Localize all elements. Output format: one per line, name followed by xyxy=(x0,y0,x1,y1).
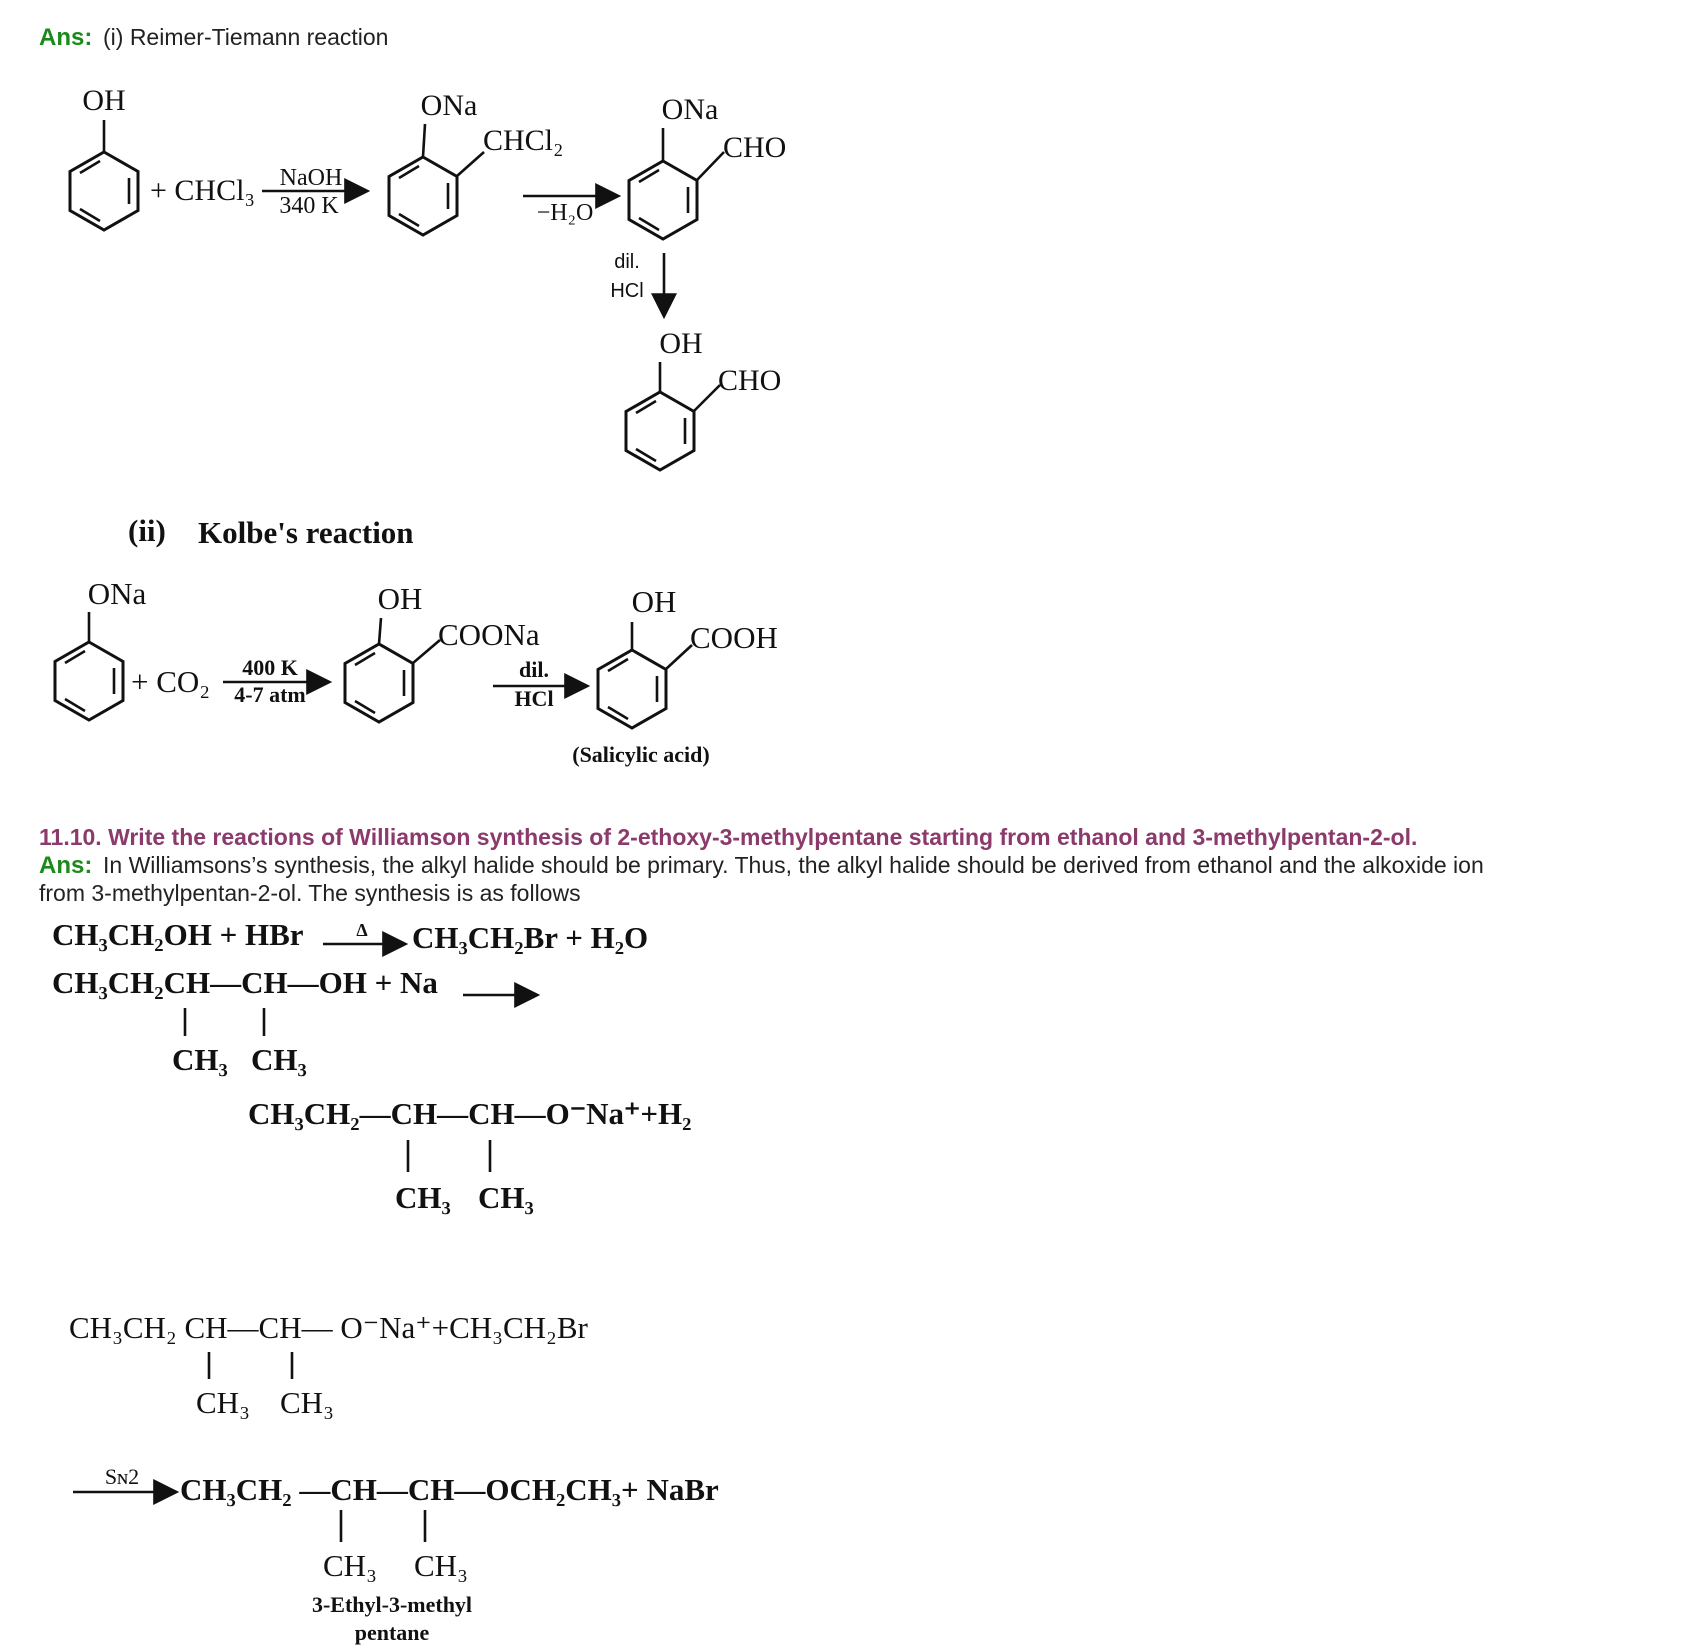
oh-label: OH xyxy=(378,581,423,616)
formyl-phenoxide-structure: ONa CHO xyxy=(627,93,786,241)
methyl-label: CH₃ xyxy=(280,1385,334,1420)
salicylic-acid-structure: OH COOH xyxy=(596,584,778,730)
ans-label: Ans: xyxy=(39,24,92,51)
reimer-tiemann-heading: (i) Reimer-Tiemann reaction xyxy=(103,24,388,50)
sodium-salicylate-structure: OH COONa xyxy=(343,581,540,724)
sodium-phenoxide-structure: ONa xyxy=(53,576,147,722)
chcl2-label: CHCl₂ xyxy=(483,124,563,157)
dichloromethyl-phenoxide-structure: ONa CHCl₂ xyxy=(387,89,563,237)
salicylaldehyde-structure: OH CHO xyxy=(624,327,781,472)
methyl-label: CH₃ xyxy=(172,1042,228,1077)
answer-text-line1: In Williamsons’s synthesis, the alkyl ha… xyxy=(103,852,1484,878)
temperature-condition: 340 K xyxy=(279,193,339,219)
oh-label: OH xyxy=(82,84,125,117)
cho-label: CHO xyxy=(723,131,786,164)
plus-co2: + CO₂ xyxy=(131,664,210,699)
eq2-product: CH₃CH₂—CH—CH—O⁻Na⁺+H₂ xyxy=(248,1096,691,1131)
ona-label: ONa xyxy=(662,93,719,126)
oh-label: OH xyxy=(632,584,677,619)
methyl-label: CH₃ xyxy=(478,1180,534,1215)
dil-condition: dil. xyxy=(519,657,549,682)
ona-label: ONa xyxy=(421,89,478,122)
eq2-reactants: CH₃CH₂CH—CH—OH + Na xyxy=(52,965,438,1000)
dil-condition: dil. xyxy=(614,251,640,273)
product-name: (Salicylic acid) xyxy=(572,742,709,767)
answer-text-line2: from 3-methylpentan-2-ol. The synthesis … xyxy=(39,880,581,906)
kolbe-heading: Kolbe's reaction xyxy=(198,515,414,550)
methyl-label: CH₃ xyxy=(323,1548,377,1583)
product-name-line2: pentane xyxy=(355,1620,430,1645)
methyl-label: CH₃ xyxy=(414,1548,468,1583)
eq3-product: CH₃CH₂ —CH—CH—OCH₂CH₃+ NaBr xyxy=(180,1472,719,1507)
eq1-reactants: CH₃CH₂OH + HBr xyxy=(52,917,304,952)
methyl-label: CH₃ xyxy=(395,1180,451,1215)
ona-label: ONa xyxy=(88,576,147,611)
ans-label: Ans: xyxy=(39,852,92,879)
pressure-condition: 4-7 atm xyxy=(234,682,305,707)
temperature-condition: 400 K xyxy=(242,655,298,680)
naoh-condition: NaOH xyxy=(280,165,343,191)
cho-label: CHO xyxy=(718,364,781,397)
oh-label: OH xyxy=(659,327,702,360)
heat-condition: Δ xyxy=(356,920,367,940)
plus-chcl3: + CHCl₃ xyxy=(150,174,255,207)
coona-label: COONa xyxy=(438,617,540,652)
kolbe-heading-number: (ii) xyxy=(128,513,166,548)
sn2-condition: Sɴ2 xyxy=(105,1464,139,1489)
eq1-products: CH₃CH₂Br + H₂O xyxy=(412,920,648,955)
hcl-condition: HCl xyxy=(610,280,643,302)
cooh-label: COOH xyxy=(690,620,778,655)
methyl-label: CH₃ xyxy=(251,1042,307,1077)
hcl-condition: HCl xyxy=(514,686,553,711)
eq3-reactants: CH₃CH₂ CH—CH— O⁻Na⁺+CH₃CH₂Br xyxy=(69,1310,589,1345)
minus-water-condition: −H₂O xyxy=(537,200,594,226)
product-name-line1: 3-Ethyl-3-methyl xyxy=(312,1592,472,1617)
phenol-structure: OH xyxy=(68,84,140,232)
methyl-label: CH₃ xyxy=(196,1385,250,1420)
question-title: 11.10. Write the reactions of Williamson… xyxy=(39,824,1417,850)
